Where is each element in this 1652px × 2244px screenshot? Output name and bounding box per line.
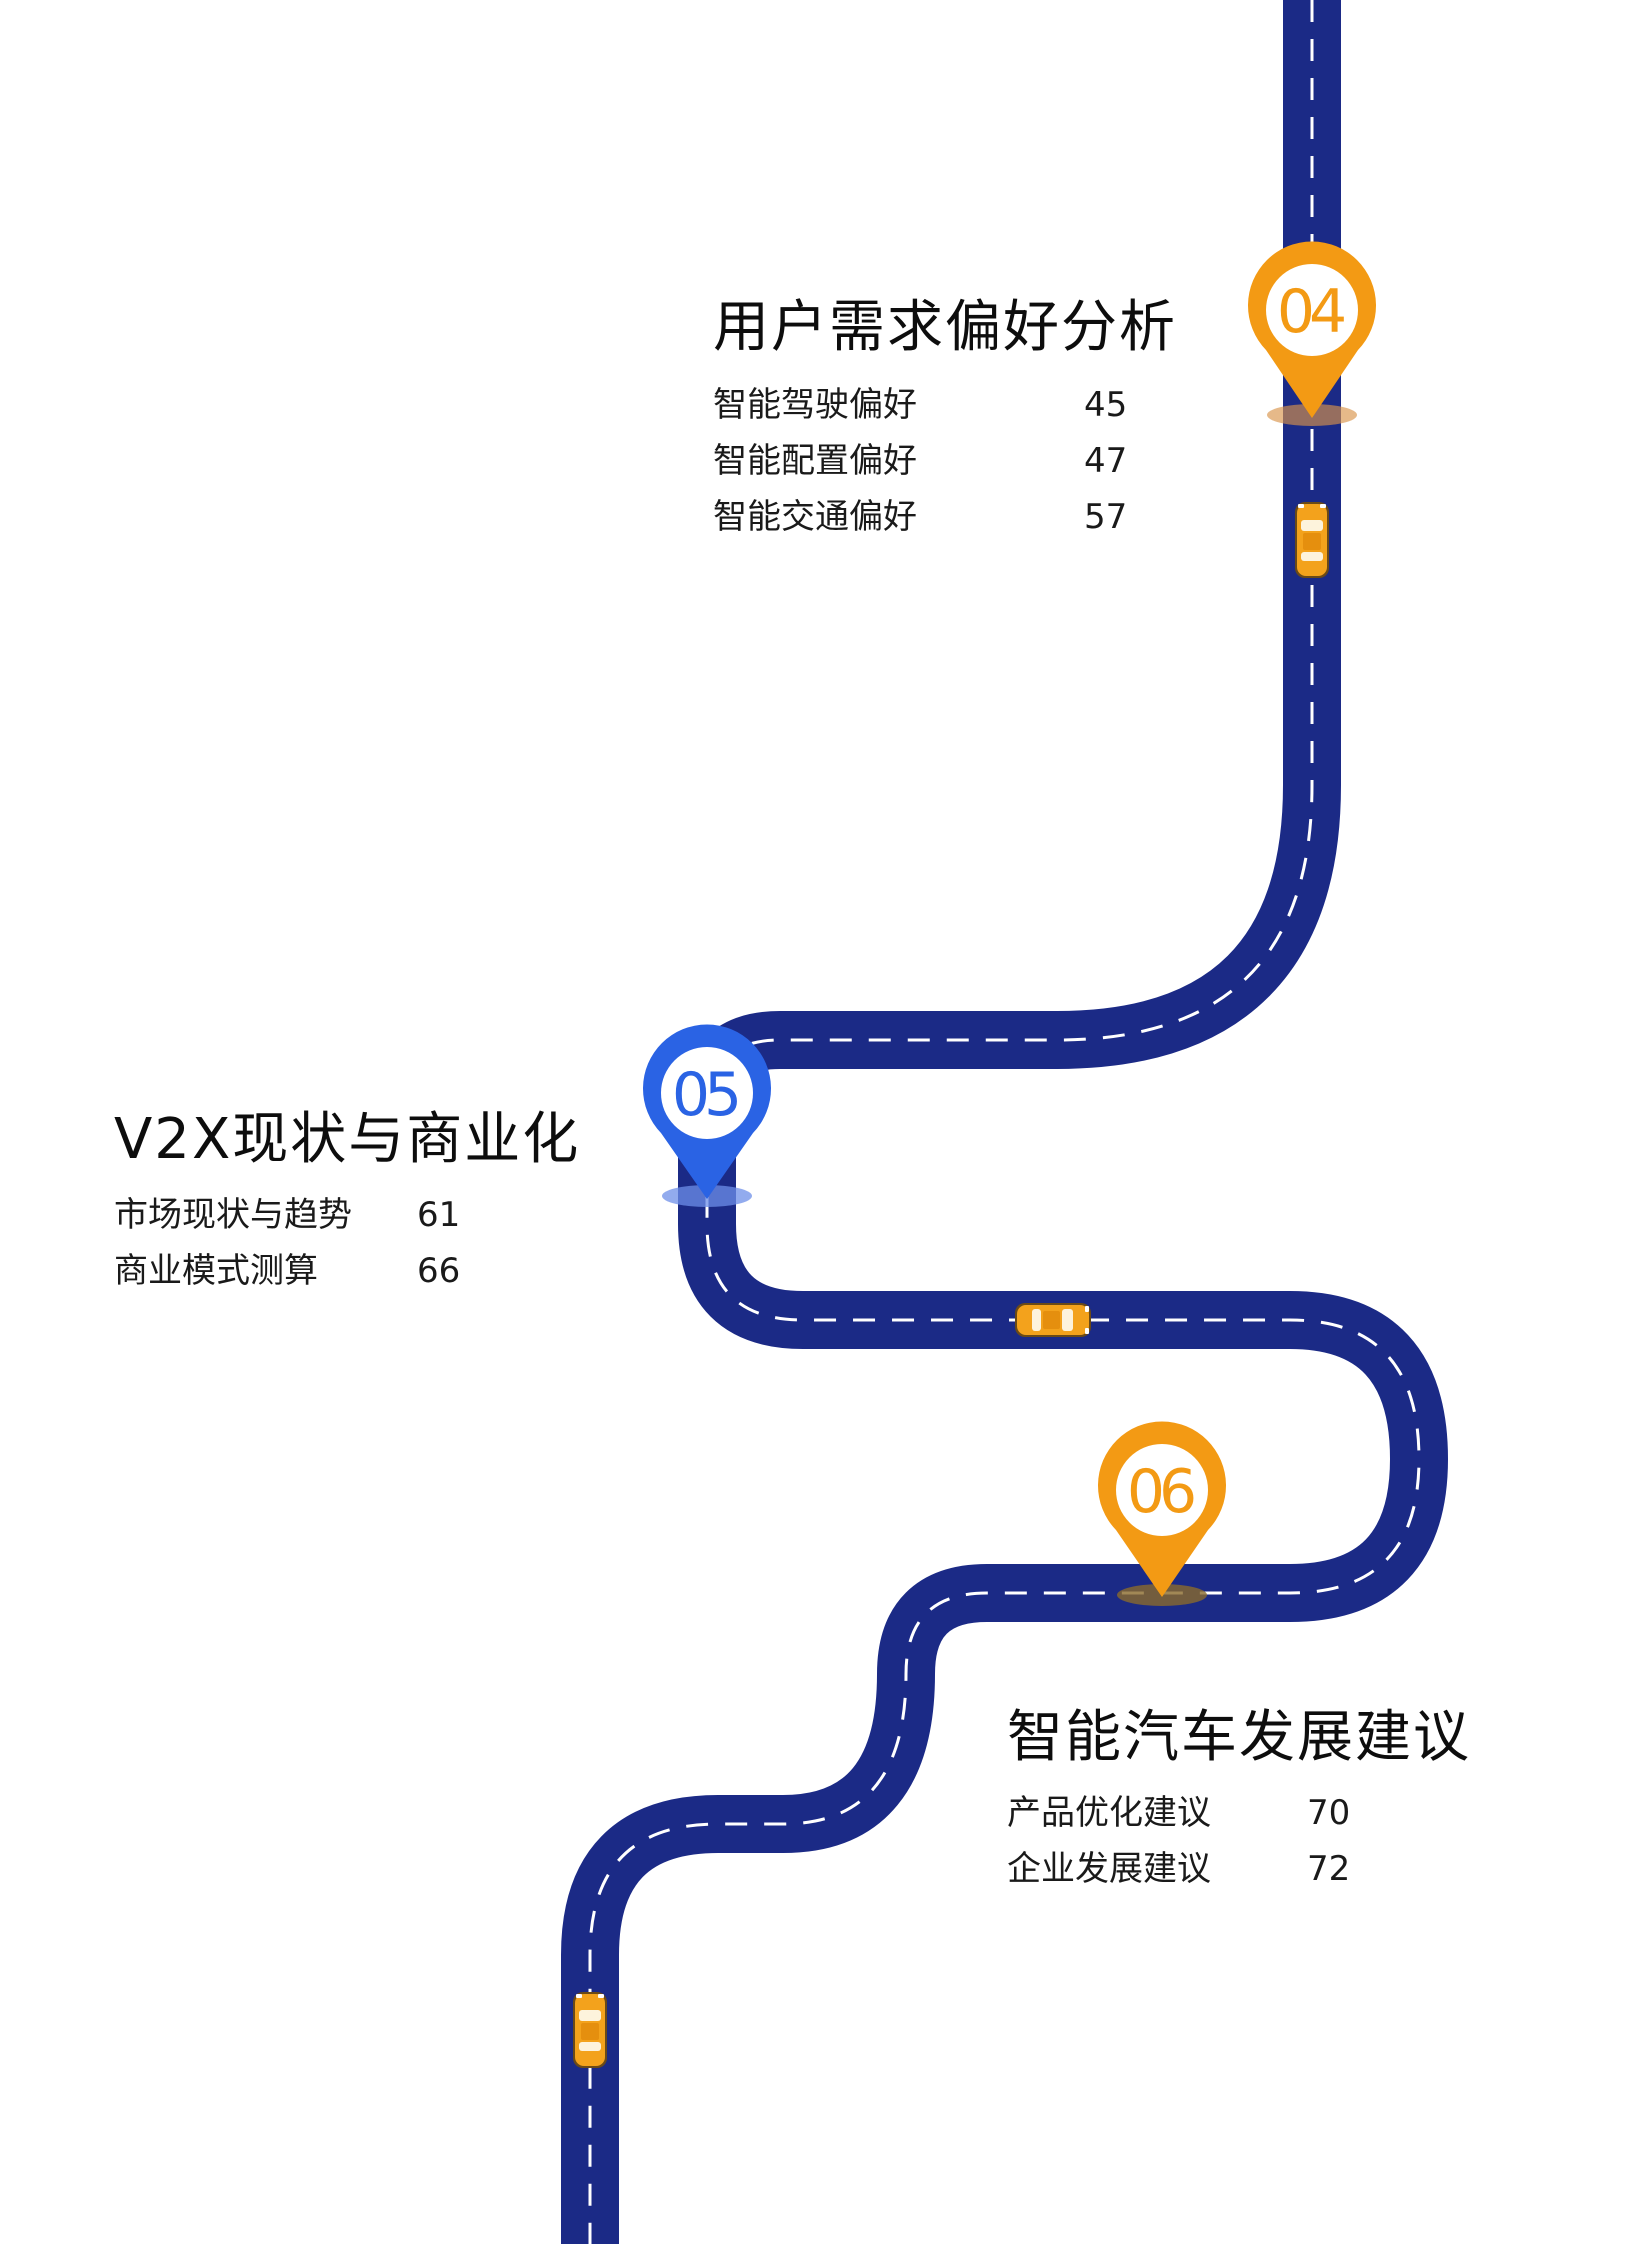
toc-item-page: 61 (417, 1195, 461, 1235)
toc-item[interactable]: 企业发展建议 72 (1007, 1841, 1471, 1897)
section-title: 用户需求偏好分析 (713, 295, 1177, 360)
toc-item-page: 66 (417, 1251, 461, 1291)
section-title: V2X现状与商业化 (114, 1107, 581, 1172)
toc-item-page: 47 (1084, 441, 1128, 481)
toc-list: 产品优化建议 70 企业发展建议 72 (1007, 1785, 1471, 1897)
toc-item-label: 企业发展建议 (1007, 1849, 1211, 1889)
toc-section-04: 用户需求偏好分析 智能驾驶偏好 45 智能配置偏好 47 智能交通偏好 57 (713, 293, 1177, 545)
toc-item-label: 智能交通偏好 (713, 497, 917, 537)
marker-06-label: 06 (1127, 1457, 1194, 1527)
toc-item-page: 70 (1307, 1793, 1351, 1833)
toc-item[interactable]: 智能交通偏好 57 (713, 489, 1177, 545)
toc-item-label: 市场现状与趋势 (114, 1195, 352, 1235)
toc-item[interactable]: 智能配置偏好 47 (713, 433, 1177, 489)
toc-item-label: 智能配置偏好 (713, 441, 917, 481)
marker-05-label: 05 (672, 1060, 737, 1130)
toc-list: 智能驾驶偏好 45 智能配置偏好 47 智能交通偏好 57 (713, 377, 1177, 545)
marker-04-label: 04 (1277, 277, 1344, 347)
lane-marking (588, 0, 1421, 2244)
car-icon (573, 1992, 607, 2068)
toc-item-label: 商业模式测算 (114, 1251, 318, 1291)
marker-05: 05 (643, 1024, 771, 1207)
toc-item-page: 72 (1307, 1849, 1351, 1889)
car-icon (1295, 502, 1329, 578)
toc-section-06: 智能汽车发展建议 产品优化建议 70 企业发展建议 72 (1007, 1703, 1471, 1897)
car-icon (1015, 1303, 1091, 1337)
marker-06: 06 (1098, 1421, 1227, 1606)
marker-04: 04 (1248, 241, 1376, 426)
toc-item[interactable]: 智能驾驶偏好 45 (713, 377, 1177, 433)
toc-item-page: 57 (1084, 497, 1128, 537)
toc-item-label: 智能驾驶偏好 (713, 385, 917, 425)
toc-item[interactable]: 市场现状与趋势 61 (114, 1187, 580, 1243)
toc-item[interactable]: 产品优化建议 70 (1007, 1785, 1471, 1841)
toc-section-05: V2X现状与商业化 市场现状与趋势 61 商业模式测算 66 (114, 1105, 580, 1299)
toc-item-label: 产品优化建议 (1007, 1793, 1211, 1833)
toc-item[interactable]: 商业模式测算 66 (114, 1243, 580, 1299)
toc-item-page: 45 (1084, 385, 1128, 425)
toc-list: 市场现状与趋势 61 商业模式测算 66 (114, 1187, 580, 1299)
section-title: 智能汽车发展建议 (1007, 1705, 1471, 1770)
